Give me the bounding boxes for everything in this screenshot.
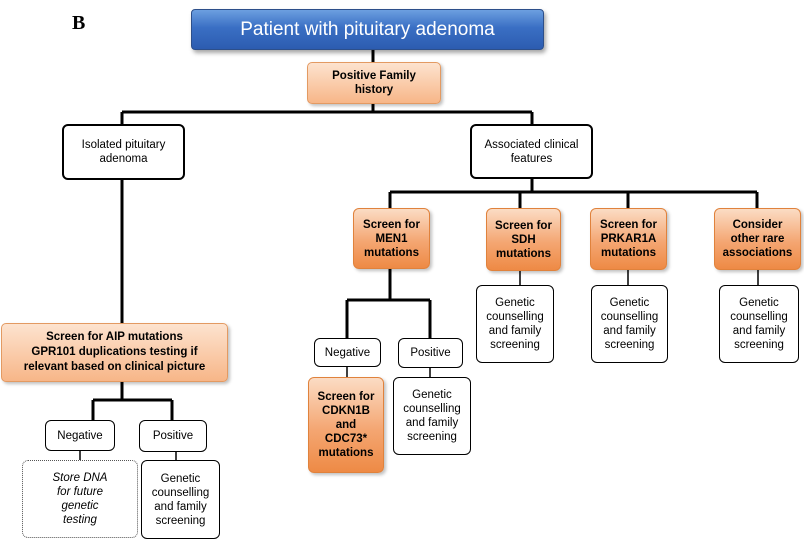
cdkn1b-node: Screen for CDKN1B and CDC73* mutations (308, 377, 384, 473)
gc-other-node: Genetic counselling and family screening (719, 285, 799, 363)
store-dna-node: Store DNA for future genetic testing (22, 460, 138, 538)
aip-subtitle: GPR101 duplications testing if relevant … (23, 346, 206, 373)
title-node: Patient with pituitary adenoma (191, 9, 544, 50)
sdh-node: Screen for SDH mutations (486, 208, 561, 271)
gc-men1-text: Genetic counselling and family screening (403, 389, 461, 443)
isolated-node: Isolated pituitary adenoma (62, 124, 185, 180)
isolated-text: Isolated pituitary adenoma (81, 139, 166, 165)
cdkn1b-text: Screen for CDKN1B and CDC73* mutations (317, 391, 375, 459)
gc-prkar1a-node: Genetic counselling and family screening (591, 285, 668, 363)
family-history-node: Positive Family history (307, 62, 441, 104)
gc-sdh-node: Genetic counselling and family screening (476, 285, 554, 363)
men1-negative-text: Negative (324, 346, 371, 359)
aip-positive-node: Positive (139, 420, 207, 452)
gc-men1-node: Genetic counselling and family screening (393, 377, 471, 455)
family-history-text: Positive Family history (332, 70, 416, 96)
gc-prkar1a-text: Genetic counselling and family screening (600, 297, 659, 351)
store-dna-text: Store DNA for future genetic testing (52, 472, 108, 526)
aip-node: Screen for AIP mutations GPR101 duplicat… (1, 323, 228, 382)
men1-positive-node: Positive (398, 338, 463, 368)
prkar1a-text: Screen for PRKAR1A mutations (600, 219, 657, 259)
gc-aip-node: Genetic counselling and family screening (141, 460, 220, 539)
gc-sdh-text: Genetic counselling and family screening (486, 297, 544, 351)
title-text: Patient with pituitary adenoma (240, 18, 495, 40)
sdh-text: Screen for SDH mutations (495, 219, 552, 260)
men1-node: Screen for MEN1 mutations (353, 208, 430, 269)
men1-negative-node: Negative (314, 338, 381, 367)
men1-text: Screen for MEN1 mutations (363, 218, 420, 259)
associated-text: Associated clinical features (484, 138, 579, 165)
aip-title: Screen for AIP mutations (46, 331, 183, 343)
gc-other-text: Genetic counselling and family screening (730, 297, 788, 351)
prkar1a-node: Screen for PRKAR1A mutations (590, 208, 667, 270)
aip-positive-text: Positive (152, 430, 194, 442)
panel-label: B (72, 12, 86, 34)
associated-node: Associated clinical features (470, 124, 593, 179)
aip-negative-text: Negative (57, 429, 103, 442)
other-text: Consider other rare associations (722, 219, 793, 259)
other-node: Consider other rare associations (714, 208, 801, 270)
gc-aip-text: Genetic counselling and family screening (151, 472, 210, 527)
men1-positive-text: Positive (410, 347, 451, 359)
aip-negative-node: Negative (45, 420, 115, 451)
